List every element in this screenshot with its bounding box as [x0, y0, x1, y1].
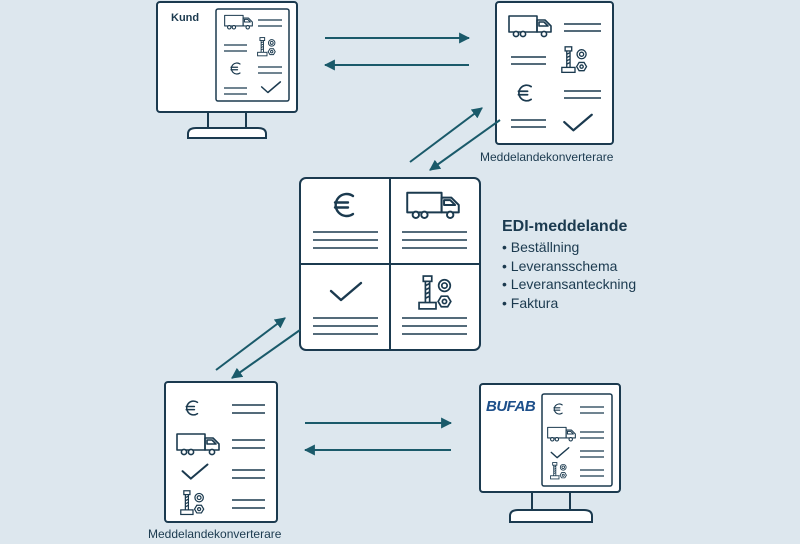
monitor-converter-bottom — [164, 381, 278, 523]
edi-item-delivery-note: Leveransanteckning — [502, 275, 636, 294]
flow-arrows — [215, 32, 501, 456]
arrow-panel-to-converter-bottom — [231, 329, 301, 379]
monitor-kund — [156, 1, 298, 139]
monitor-converter-top — [495, 1, 614, 145]
edi-legend: EDI-meddelande Beställning Leveransschem… — [502, 218, 636, 312]
edi-item-schedule: Leveransschema — [502, 257, 636, 276]
kund-label: Kund — [171, 12, 200, 24]
arrow-panel-to-converter-top — [409, 107, 483, 163]
edi-legend-list: Beställning Leveransschema Leveransantec… — [502, 238, 636, 312]
edi-message-panel — [299, 177, 481, 351]
monitor-bufab — [479, 383, 621, 523]
edi-legend-title: EDI-meddelande — [502, 218, 628, 235]
converter-top-caption: Meddelandekonverterare — [480, 150, 614, 164]
arrow-converter-top-to-panel — [429, 119, 501, 171]
arrow-converter-bottom-to-panel — [215, 317, 286, 371]
converter-bottom-caption: Meddelandekonverterare — [148, 527, 282, 541]
edi-item-invoice: Faktura — [502, 294, 636, 313]
edi-item-order: Beställning — [502, 238, 636, 257]
bufab-logo: BUFAB — [486, 398, 536, 415]
